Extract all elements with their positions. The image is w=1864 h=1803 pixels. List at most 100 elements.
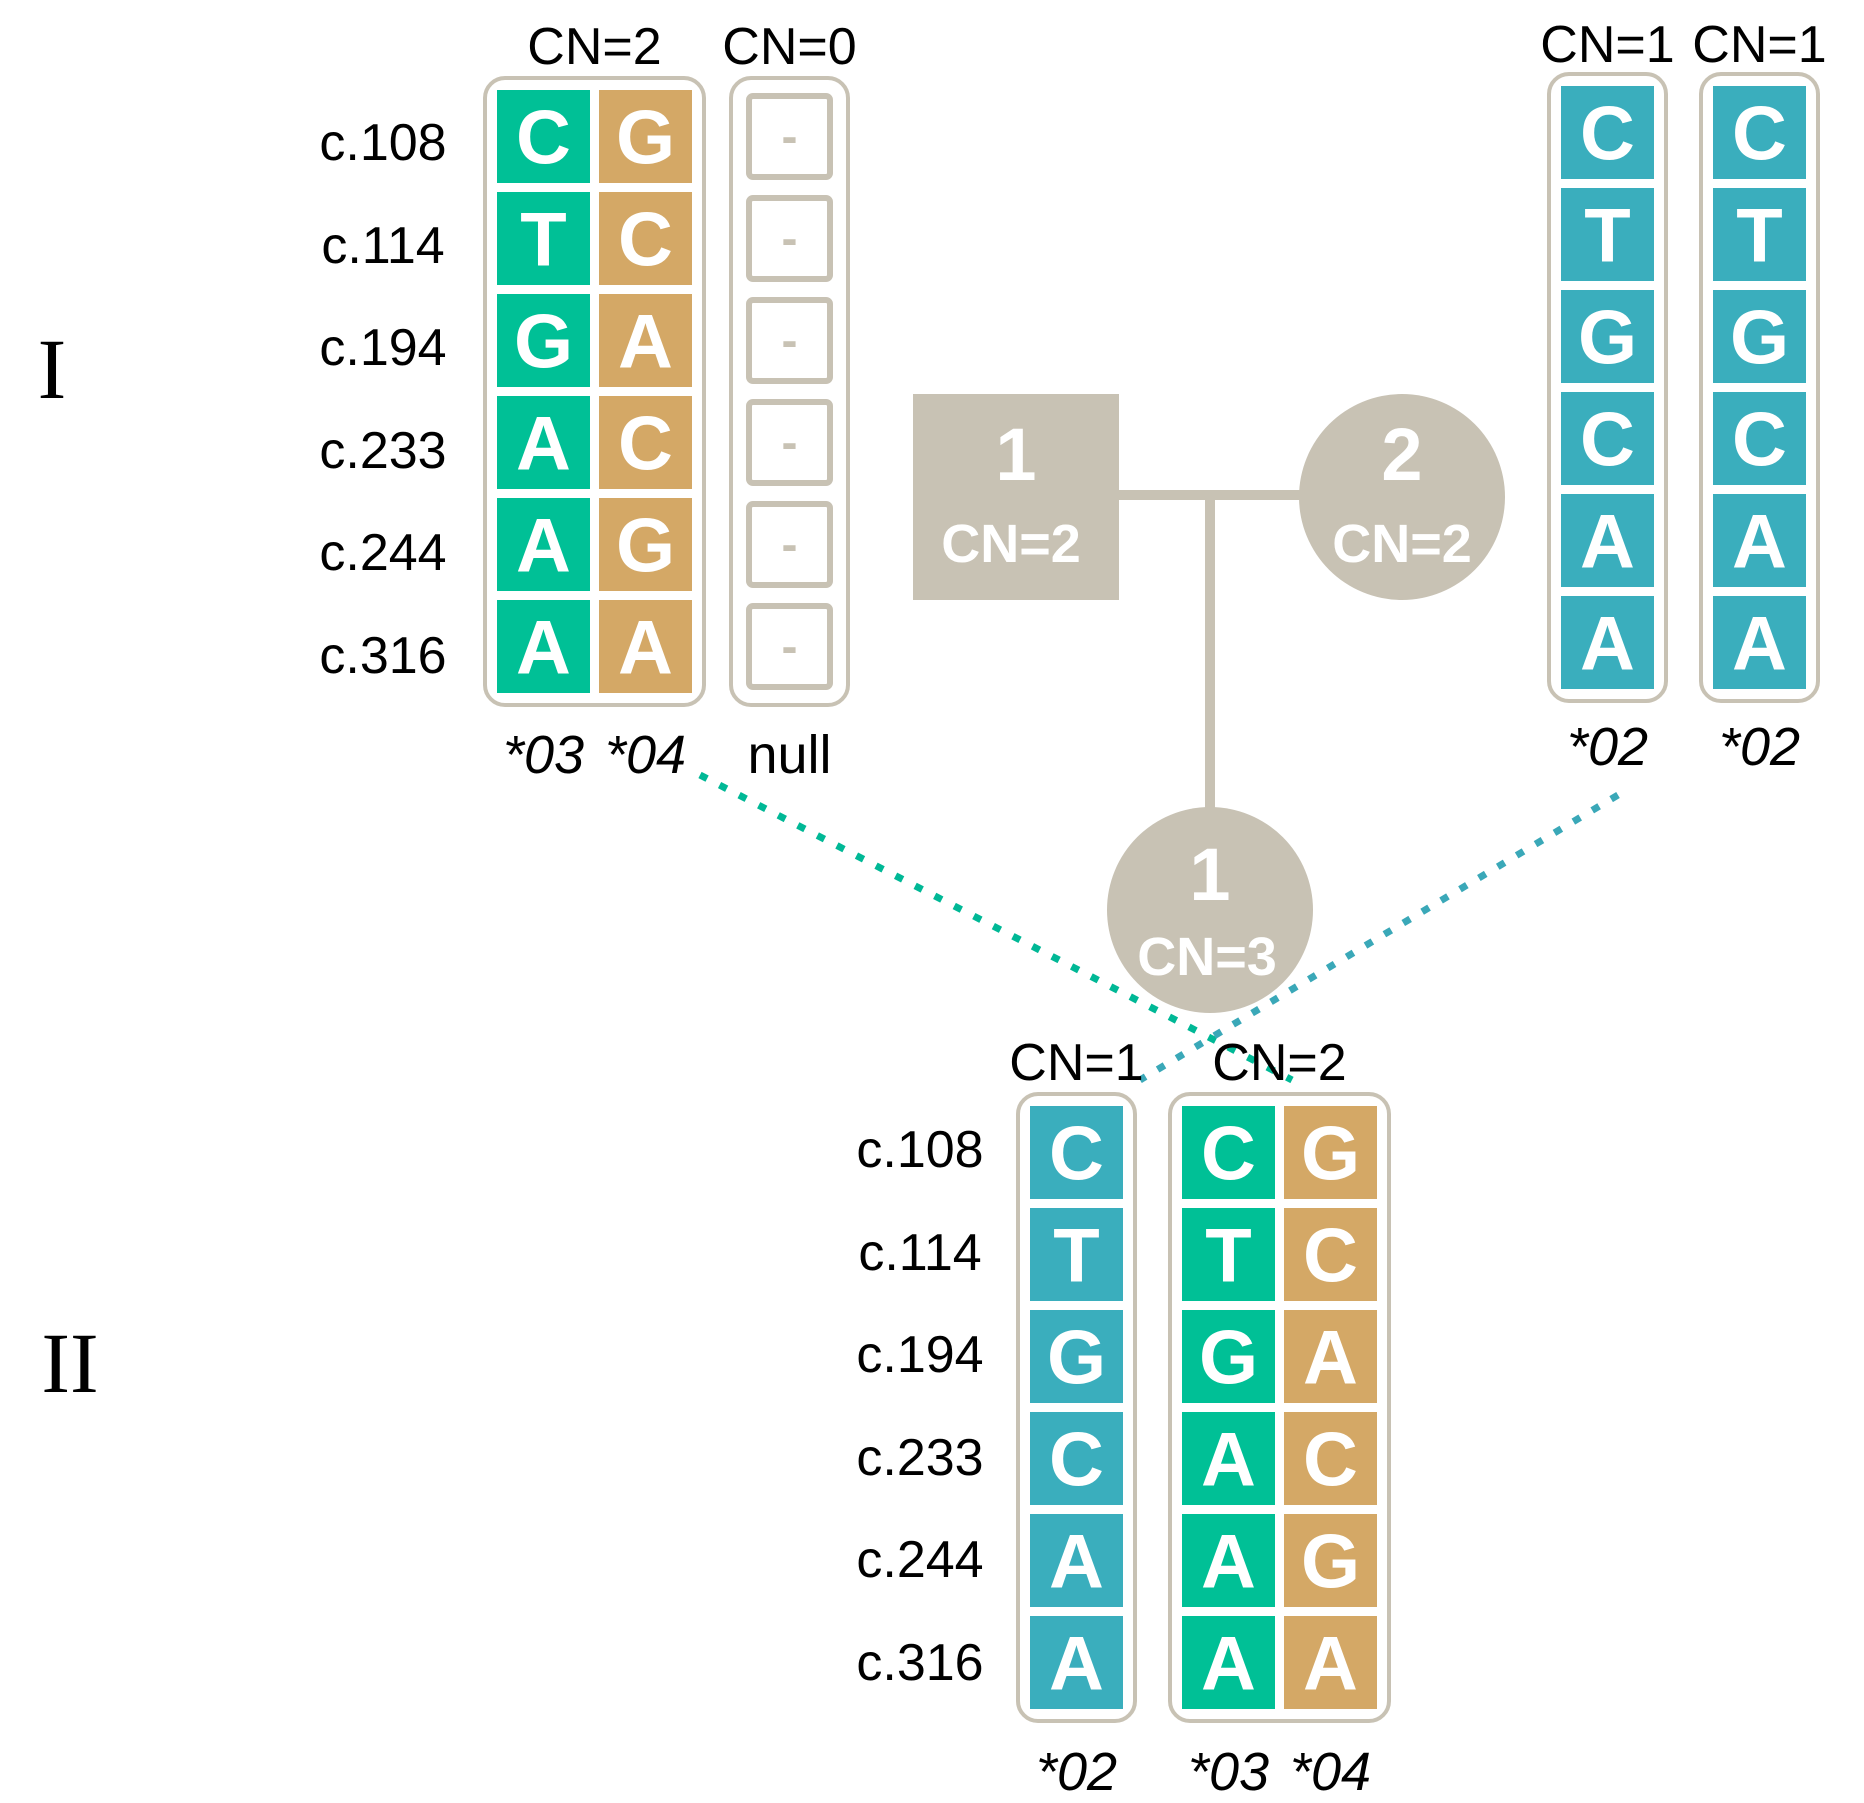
base-cell bbox=[599, 294, 692, 387]
base-cell bbox=[1030, 1616, 1123, 1709]
base-cell bbox=[1284, 1208, 1377, 1301]
base-cell bbox=[1713, 290, 1806, 383]
base-cell bbox=[599, 192, 692, 285]
base-cell bbox=[599, 90, 692, 183]
allele-label: *02 bbox=[1567, 717, 1648, 777]
snp-label: c.233 bbox=[856, 1429, 983, 1487]
base-cell bbox=[1030, 1412, 1123, 1505]
base-letter: T bbox=[1736, 194, 1782, 279]
copy-number-label: CN=1 bbox=[1692, 16, 1826, 74]
base-cell bbox=[1182, 1514, 1275, 1607]
allele-label: *04 bbox=[605, 725, 686, 785]
haplotype-group-frame bbox=[1547, 72, 1668, 703]
snp-label: c.244 bbox=[856, 1531, 983, 1589]
base-cell bbox=[497, 396, 590, 489]
base-cell bbox=[1561, 596, 1654, 689]
base-letter: C bbox=[1303, 1418, 1358, 1503]
mother-cn: CN=2 bbox=[1332, 514, 1472, 574]
copy-number-label: CN=2 bbox=[527, 18, 661, 76]
base-cell bbox=[497, 498, 590, 591]
base-letter: A bbox=[1732, 602, 1787, 687]
base-cell bbox=[1182, 1106, 1275, 1199]
base-letter: A bbox=[618, 606, 673, 691]
base-cell bbox=[1713, 596, 1806, 689]
base-letter: G bbox=[1730, 296, 1789, 381]
base-letter: C bbox=[1580, 92, 1635, 177]
base-cell bbox=[1030, 1106, 1123, 1199]
base-letter: - bbox=[782, 519, 798, 572]
base-letter: - bbox=[782, 417, 798, 470]
haplotype-group-frame bbox=[1168, 1092, 1391, 1723]
generation-label-1: I bbox=[38, 321, 67, 417]
base-letter: A bbox=[1049, 1622, 1104, 1707]
base-letter: G bbox=[616, 504, 675, 589]
snp-label: c.194 bbox=[856, 1326, 983, 1384]
allele-label: *03 bbox=[503, 725, 584, 785]
base-letter: - bbox=[782, 213, 798, 266]
base-letter: G bbox=[616, 96, 675, 181]
base-cell bbox=[1561, 392, 1654, 485]
base-letter: - bbox=[782, 315, 798, 368]
snp-label: c.114 bbox=[321, 217, 444, 275]
base-letter: - bbox=[782, 621, 798, 674]
base-letter: A bbox=[1303, 1622, 1358, 1707]
base-letter: A bbox=[516, 606, 571, 691]
base-letter: A bbox=[1732, 500, 1787, 585]
base-letter: T bbox=[1205, 1214, 1251, 1299]
snp-labels-gen-1: c.108 c.114 c.194 c.233 c.244 c.316 bbox=[319, 114, 446, 685]
mother-symbol: 2 CN=2 bbox=[1299, 394, 1505, 600]
haplotype-group-frame bbox=[729, 76, 850, 707]
base-letter: T bbox=[1053, 1214, 1099, 1299]
inheritance-link-03-04 bbox=[698, 771, 1294, 1084]
allele-label: null bbox=[747, 725, 831, 785]
base-cell bbox=[497, 600, 590, 693]
base-cell bbox=[1561, 290, 1654, 383]
snp-label: c.108 bbox=[319, 114, 446, 172]
base-letter: C bbox=[1303, 1214, 1358, 1299]
base-cell bbox=[1182, 1208, 1275, 1301]
base-cell bbox=[1561, 494, 1654, 587]
base-cell bbox=[1030, 1514, 1123, 1607]
base-letter: G bbox=[1301, 1112, 1360, 1197]
null-cell bbox=[746, 195, 833, 282]
copy-number-label: CN=0 bbox=[722, 18, 856, 76]
haplotype-group-frame bbox=[483, 76, 706, 707]
base-letter: G bbox=[514, 300, 573, 385]
haplotype-groups: CN=2CTGAAA*03GCACGA*04CN=0------nullCN=1… bbox=[483, 16, 1827, 1802]
base-letter: - bbox=[782, 111, 798, 164]
base-cell bbox=[599, 498, 692, 591]
child-cn: CN=3 bbox=[1137, 927, 1277, 987]
base-cell bbox=[1284, 1616, 1377, 1709]
base-cell bbox=[1713, 86, 1806, 179]
base-cell bbox=[1284, 1514, 1377, 1607]
null-cell bbox=[746, 603, 833, 690]
base-cell bbox=[1182, 1616, 1275, 1709]
base-cell bbox=[1713, 188, 1806, 281]
base-cell bbox=[1713, 494, 1806, 587]
base-letter: C bbox=[618, 402, 673, 487]
child-id: 1 bbox=[1189, 833, 1230, 916]
base-cell bbox=[1561, 86, 1654, 179]
base-letter: C bbox=[1049, 1112, 1104, 1197]
father-cn: CN=2 bbox=[941, 514, 1081, 574]
haplotype-group: CN=0 - - - - - - null bbox=[722, 18, 856, 785]
snp-label: c.316 bbox=[856, 1634, 983, 1692]
father-id: 1 bbox=[995, 413, 1036, 496]
snp-label: c.114 bbox=[858, 1224, 981, 1282]
base-letter: C bbox=[618, 198, 673, 283]
snp-label: c.244 bbox=[319, 524, 446, 582]
base-letter: C bbox=[1201, 1112, 1256, 1197]
base-letter: T bbox=[1584, 194, 1630, 279]
base-cell bbox=[497, 294, 590, 387]
female-circle bbox=[1107, 807, 1313, 1013]
father-symbol: 1 CN=2 bbox=[913, 394, 1119, 600]
snp-label: c.108 bbox=[856, 1121, 983, 1179]
null-cell bbox=[746, 297, 833, 384]
null-cell bbox=[746, 93, 833, 180]
female-circle bbox=[1299, 394, 1505, 600]
male-square bbox=[913, 394, 1119, 600]
base-letter: G bbox=[1199, 1316, 1258, 1401]
